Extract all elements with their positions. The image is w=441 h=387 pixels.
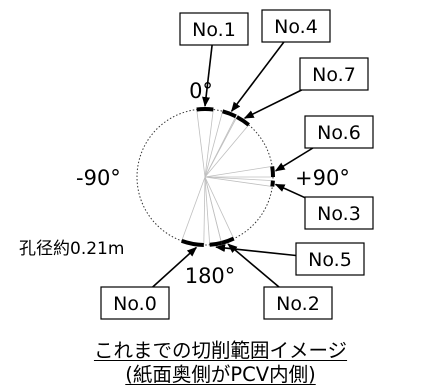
- hole-diameter-label: 孔径約0.21m: [19, 239, 124, 259]
- cut-label-box-no4: [261, 9, 331, 43]
- cut-label-box-no2: [263, 286, 333, 320]
- cut-arrow-no0: [152, 246, 198, 288]
- cutting-range-diagram: No.0 No.1No.2 No.3 No.4No.5 No.6 No.7 0° -90°…: [19, 9, 374, 320]
- angle-label-right: +90°: [295, 166, 350, 190]
- angle-label-bottom: 180°: [185, 264, 236, 288]
- cut-label-box-no0: [100, 286, 170, 320]
- cut-arrow-no4: [230, 41, 285, 112]
- cut-arc-no5: [209, 241, 222, 247]
- cut-label-no5: No.5: [308, 249, 352, 271]
- cut-callouts: No.0 No.1No.2 No.3 No.4No.5 No.6 No.7: [100, 9, 374, 320]
- cut-label-no1: No.1: [192, 19, 236, 41]
- angle-label-left: -90°: [76, 166, 121, 190]
- caption-subtitle: (紙面奥側がPCV内側): [125, 363, 316, 386]
- cut-ray-no4-0: [204, 111, 223, 178]
- cut-ray-no1-0: [196, 109, 206, 178]
- cut-arrow-no7: [243, 89, 302, 119]
- cut-ray-no6-0: [204, 166, 273, 178]
- cut-label-no0: No.0: [113, 293, 157, 315]
- cut-arc-no3: [270, 180, 275, 187]
- angle-label-top: 0°: [189, 79, 213, 103]
- cut-ray-no0-1: [181, 176, 206, 242]
- cut-arc-no4: [222, 109, 237, 119]
- cut-arc-no2: [220, 236, 235, 245]
- cut-label-box-no6: [304, 115, 374, 149]
- cut-label-no3: No.3: [317, 203, 361, 225]
- cut-arrow-no2: [227, 243, 280, 288]
- cut-ray-no3-0: [204, 176, 273, 181]
- cut-ray-no5-1: [204, 176, 211, 245]
- cut-arc-no7: [235, 115, 250, 127]
- cut-arc-no0: [181, 239, 204, 247]
- cut-ray-no2-0: [204, 176, 235, 239]
- cut-ray-no0-0: [203, 176, 206, 246]
- cut-ray-no5-0: [204, 176, 222, 244]
- cut-arc-no1: [196, 106, 214, 112]
- cut-arrow-no5: [215, 244, 297, 257]
- cut-arrow-no3: [274, 183, 306, 199]
- cut-ray-no1-1: [204, 109, 214, 178]
- cut-label-box-no1: [179, 12, 249, 46]
- cut-ray-no7-1: [204, 124, 250, 178]
- cut-ray-no3-1: [204, 176, 273, 187]
- cut-arrow-no1: [202, 44, 213, 107]
- cut-label-no7: No.7: [312, 64, 356, 86]
- cut-label-box-no3: [304, 196, 374, 230]
- cut-arrow-no6: [274, 147, 314, 172]
- cut-label-box-no5: [295, 242, 365, 276]
- cut-label-no2: No.2: [276, 293, 320, 315]
- caption-title: これまでの切削範囲イメージ: [93, 339, 348, 362]
- cut-rays: [181, 109, 273, 246]
- cut-arcs: [181, 106, 276, 247]
- cut-ray-no7-0: [204, 116, 238, 178]
- cut-label-no4: No.4: [274, 16, 318, 38]
- cut-label-no6: No.6: [317, 122, 361, 144]
- cut-arc-no6: [270, 166, 276, 178]
- cut-label-box-no7: [299, 57, 369, 91]
